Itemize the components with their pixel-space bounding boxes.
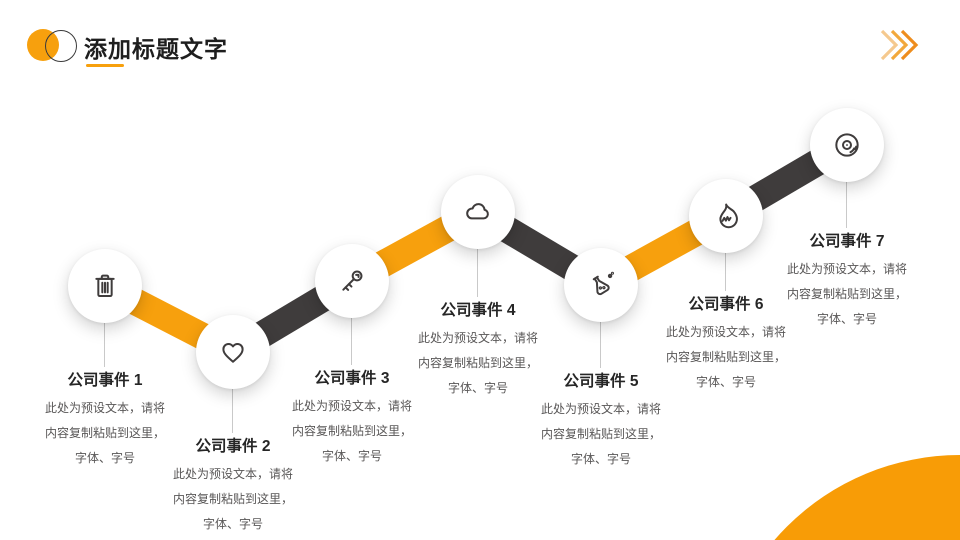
node-circle bbox=[196, 315, 270, 389]
node-connector-line bbox=[351, 318, 352, 365]
event-title: 公司事件 4 bbox=[440, 302, 516, 319]
node-connector-line bbox=[846, 182, 847, 228]
event-title: 公司事件 6 bbox=[688, 296, 764, 313]
node-circle bbox=[68, 249, 142, 323]
node-connector-line bbox=[104, 323, 105, 367]
page-title: 添加标题文字 bbox=[84, 36, 228, 62]
event-body: 此处为预设文本，请将内容复制粘贴到这里，字体、字号 bbox=[786, 262, 907, 326]
node-circle bbox=[810, 108, 884, 182]
event-title: 公司事件 5 bbox=[563, 373, 639, 390]
event-title: 公司事件 7 bbox=[809, 233, 885, 250]
title-underline bbox=[86, 64, 124, 67]
trash-icon bbox=[95, 274, 115, 297]
flame-icon bbox=[719, 203, 738, 229]
event-title: 公司事件 2 bbox=[195, 438, 271, 455]
disc-icon bbox=[835, 133, 859, 157]
event-text-block: 公司事件 4 此处为预设文本，请将内容复制粘贴到这里，字体、字号 bbox=[398, 298, 558, 401]
event-title: 公司事件 3 bbox=[314, 370, 390, 387]
event-body: 此处为预设文本，请将内容复制粘贴到这里，字体、字号 bbox=[172, 467, 293, 531]
chevron-right-icon bbox=[880, 29, 919, 61]
event-text-block: 公司事件 6 此处为预设文本，请将内容复制粘贴到这里，字体、字号 bbox=[646, 292, 806, 395]
event-text-block: 公司事件 1 此处为预设文本，请将内容复制粘贴到这里，字体、字号 bbox=[25, 368, 185, 471]
cloud-icon bbox=[466, 203, 489, 220]
event-body: 此处为预设文本，请将内容复制粘贴到这里，字体、字号 bbox=[540, 402, 661, 466]
event-body: 此处为预设文本，请将内容复制粘贴到这里，字体、字号 bbox=[665, 325, 786, 389]
node-circle bbox=[315, 244, 389, 318]
node-connector-line bbox=[725, 253, 726, 291]
node-circle bbox=[689, 179, 763, 253]
event-text-block: 公司事件 5 此处为预设文本，请将内容复制粘贴到这里，字体、字号 bbox=[521, 369, 681, 472]
event-text-block: 公司事件 7 此处为预设文本，请将内容复制粘贴到这里，字体、字号 bbox=[767, 229, 927, 332]
event-body: 此处为预设文本，请将内容复制粘贴到这里，字体、字号 bbox=[417, 331, 538, 395]
event-title: 公司事件 1 bbox=[67, 372, 143, 389]
node-connector-line bbox=[232, 389, 233, 433]
flask-icon bbox=[592, 271, 615, 296]
key-icon bbox=[342, 270, 363, 291]
title-bullet-ring bbox=[45, 30, 77, 62]
node-connector-line bbox=[600, 322, 601, 368]
event-text-block: 公司事件 2 此处为预设文本，请将内容复制粘贴到这里，字体、字号 bbox=[153, 434, 313, 537]
event-body: 此处为预设文本，请将内容复制粘贴到这里，字体、字号 bbox=[291, 399, 412, 463]
heart-icon bbox=[222, 343, 244, 363]
event-body: 此处为预设文本，请将内容复制粘贴到这里，字体、字号 bbox=[44, 401, 165, 465]
node-circle bbox=[441, 175, 515, 249]
node-connector-line bbox=[477, 249, 478, 297]
event-text-block: 公司事件 3 此处为预设文本，请将内容复制粘贴到这里，字体、字号 bbox=[272, 366, 432, 469]
node-circle bbox=[564, 248, 638, 322]
